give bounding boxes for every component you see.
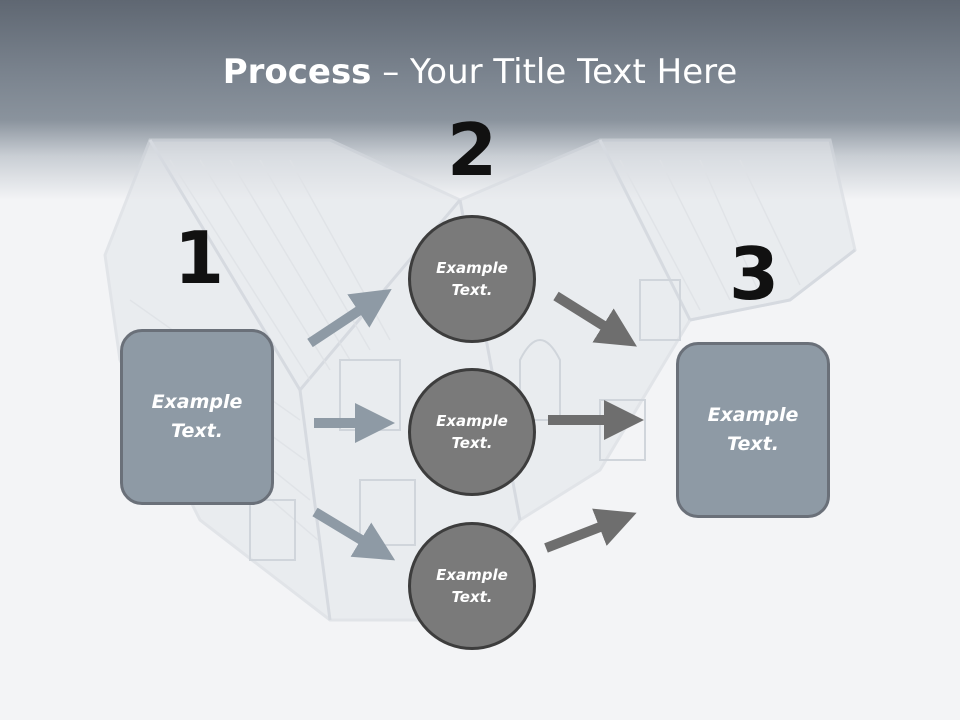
circle-middle-line1: Example xyxy=(436,411,508,430)
circle-middle: Example Text. xyxy=(408,368,536,496)
arrow-bottom-to-right xyxy=(544,508,637,553)
right-box-line1: Example xyxy=(707,403,799,426)
step-number-1: 1 xyxy=(173,216,225,300)
right-box-line2: Text. xyxy=(727,433,779,455)
circle-bottom-line1: Example xyxy=(436,565,508,584)
arrow-top-to-right xyxy=(553,291,637,347)
circle-top-line2: Text. xyxy=(451,281,493,299)
slide-title: Process – Your Title Text Here xyxy=(0,52,960,92)
arrow-left-to-bottom xyxy=(312,507,396,561)
left-text-box: Example Text. xyxy=(120,329,274,505)
step-number-2: 2 xyxy=(446,108,498,192)
arrow-left-to-top xyxy=(307,288,392,348)
right-text-box: Example Text. xyxy=(676,342,830,518)
title-rest-part: – Your Title Text Here xyxy=(371,52,738,92)
left-box-line2: Text. xyxy=(171,420,223,442)
left-box-line1: Example xyxy=(151,390,243,413)
circle-bottom-line2: Text. xyxy=(451,588,493,606)
step-number-3: 3 xyxy=(728,232,780,316)
circle-top: Example Text. xyxy=(408,215,536,343)
title-bold-part: Process xyxy=(222,52,372,92)
circle-top-line1: Example xyxy=(436,258,508,277)
circle-bottom: Example Text. xyxy=(408,522,536,650)
circle-middle-line2: Text. xyxy=(451,434,493,452)
